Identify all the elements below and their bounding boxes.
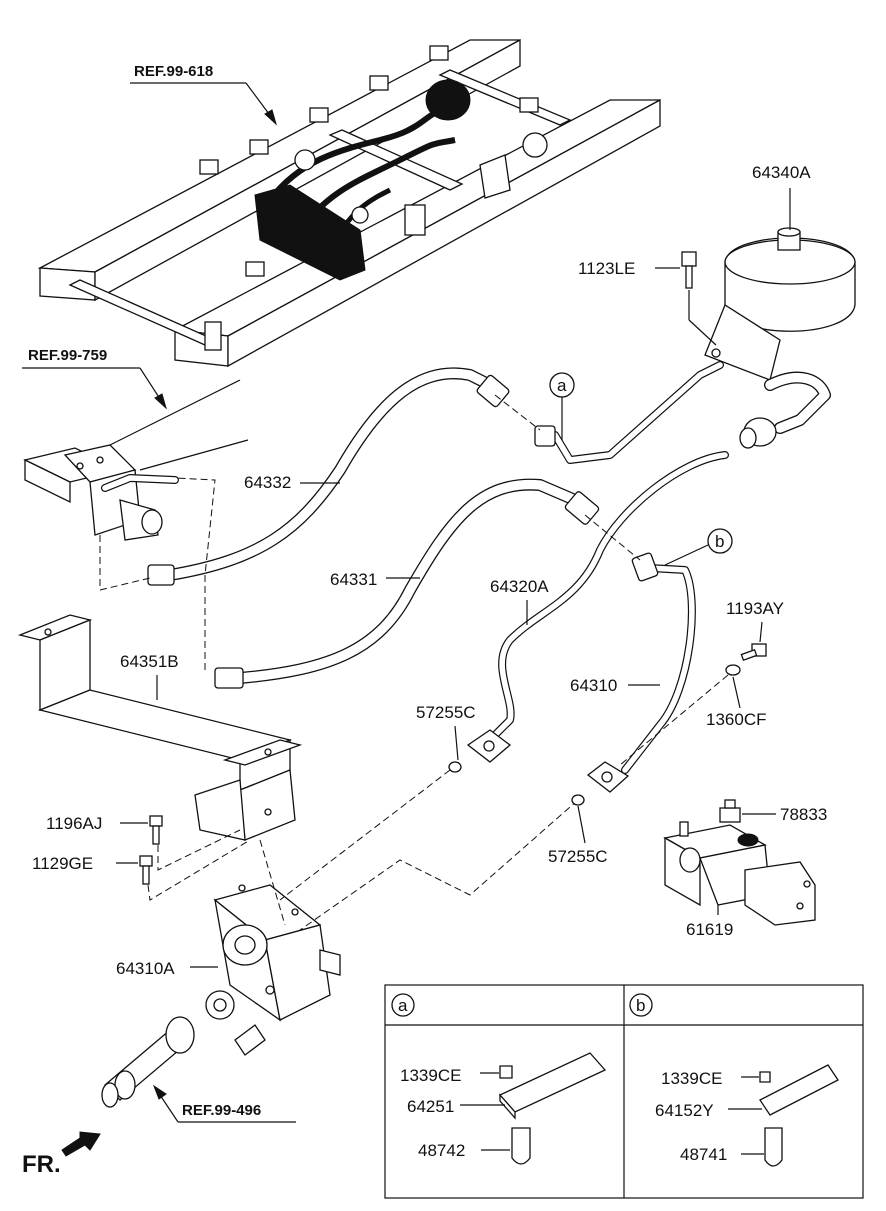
label-64351B: 64351B xyxy=(120,652,179,671)
label-57255C-right: 57255C xyxy=(548,847,608,866)
bolt-1129GE-icon xyxy=(139,855,153,885)
drive-shaft xyxy=(101,1016,195,1108)
label-64320A: 64320A xyxy=(490,577,549,596)
detail-b-ubolt-label: 48741 xyxy=(680,1145,727,1164)
label-57255C-left: 57255C xyxy=(416,703,476,722)
plug-78833-icon xyxy=(719,799,741,823)
ref-frame-label: REF.99-618 xyxy=(134,63,213,80)
reservoir-tank xyxy=(704,227,856,381)
detail-b-clamp-label: 64152Y xyxy=(655,1101,714,1120)
pipe-64310 xyxy=(621,564,696,774)
callout-b: b xyxy=(664,528,733,566)
bracket-64351B xyxy=(17,614,303,841)
label-1123LE: 1123LE xyxy=(578,259,635,278)
detail-a-nut-label: 1339CE xyxy=(400,1066,461,1085)
callout-a: a xyxy=(549,372,575,440)
oring-left-icon xyxy=(448,761,462,773)
label-1193AY: 1193AY xyxy=(726,599,784,618)
svg-text:b: b xyxy=(715,532,724,551)
chassis-frame xyxy=(37,38,661,368)
detail-a: a 1339CE 64251 48742 xyxy=(391,993,607,1165)
label-1196AJ: 1196AJ xyxy=(46,814,102,833)
steering-valve xyxy=(23,379,249,541)
pump-64310A xyxy=(205,884,341,1056)
valve-block-61619 xyxy=(663,821,816,926)
hose-clamp-icon xyxy=(739,417,777,449)
bolt-1123LE-icon xyxy=(681,251,697,289)
detail-a-clamp-label: 64251 xyxy=(407,1097,454,1116)
svg-text:a: a xyxy=(557,376,567,395)
label-64340A: 64340A xyxy=(752,163,811,182)
detail-b-header: b xyxy=(636,996,645,1015)
label-64310A: 64310A xyxy=(116,959,175,978)
front-direction-label: FR. xyxy=(22,1151,61,1178)
detail-a-ubolt-label: 48742 xyxy=(418,1141,465,1160)
oring-right-icon xyxy=(571,794,585,806)
label-61619: 61619 xyxy=(686,920,733,939)
label-1360CF: 1360CF xyxy=(706,710,766,729)
detail-b: b 1339CE 64152Y 48741 xyxy=(629,993,839,1167)
label-78833: 78833 xyxy=(780,805,827,824)
label-64332: 64332 xyxy=(244,473,291,492)
detail-b-nut-label: 1339CE xyxy=(661,1069,722,1088)
label-1129GE: 1129GE xyxy=(32,854,93,873)
label-64331: 64331 xyxy=(330,570,377,589)
bolt-1193AY-icon xyxy=(740,643,767,662)
bolt-1196AJ-icon xyxy=(149,815,163,845)
detail-a-header: a xyxy=(398,996,408,1015)
label-64310: 64310 xyxy=(570,676,617,695)
ref-shaft-label: REF.99-496 xyxy=(182,1102,261,1119)
ref-valve-label: REF.99-759 xyxy=(28,347,107,364)
washer-1360CF-icon xyxy=(725,664,741,676)
front-arrow-icon xyxy=(61,1131,101,1157)
